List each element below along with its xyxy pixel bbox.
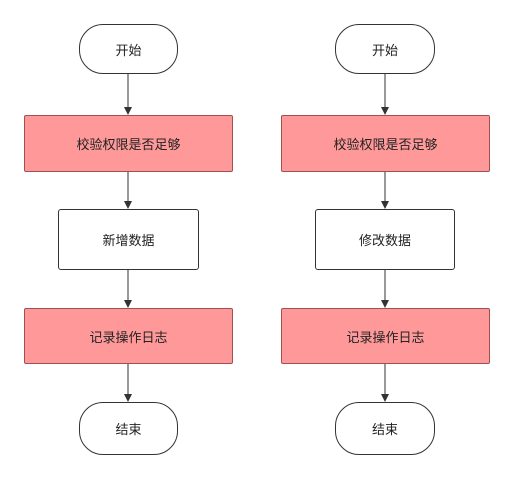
left-log-node: 记录操作日志 (24, 308, 233, 364)
right-permission-check-label: 校验权限是否足够 (333, 138, 438, 153)
left-add-data-label: 新增数据 (102, 234, 155, 249)
right-modify-data-label: 修改数据 (358, 234, 411, 249)
right-log-node: 记录操作日志 (281, 308, 490, 364)
right-end-label: 结束 (371, 423, 398, 438)
left-permission-check-label: 校验权限是否足够 (76, 138, 181, 153)
right-start-label: 开始 (371, 43, 398, 59)
left-end-node: 结束 (79, 402, 178, 455)
left-log-label: 记录操作日志 (89, 330, 168, 346)
right-start-node: 开始 (335, 24, 435, 74)
left-end-label: 结束 (115, 423, 142, 438)
left-start-node: 开始 (79, 24, 178, 74)
right-end-node: 结束 (335, 402, 435, 455)
left-start-label: 开始 (115, 43, 142, 59)
left-add-data-node: 新增数据 (58, 209, 199, 270)
right-log-label: 记录操作日志 (346, 330, 425, 346)
right-permission-check-node: 校验权限是否足够 (281, 115, 490, 172)
right-modify-data-node: 修改数据 (315, 209, 455, 270)
left-permission-check-node: 校验权限是否足够 (24, 115, 233, 172)
